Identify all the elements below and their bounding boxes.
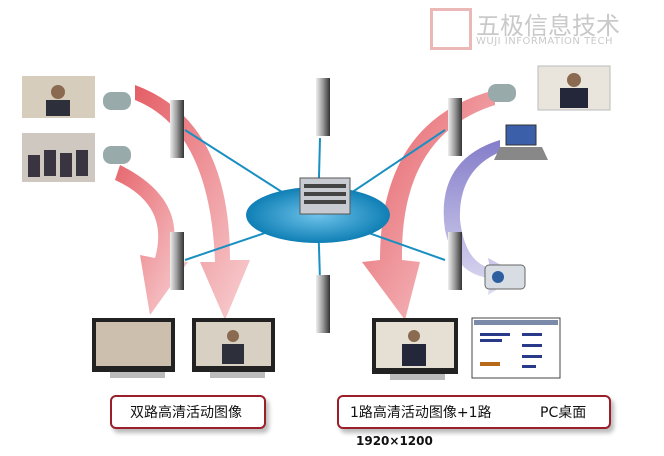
camera-icon xyxy=(103,84,516,164)
mcu-device-icon xyxy=(299,177,351,215)
watermark-en: WUJI INFORMATION TECH xyxy=(476,36,613,47)
group-photo xyxy=(22,133,95,182)
right-caption-box xyxy=(337,395,611,429)
resolution-label: 1920×1200 xyxy=(356,434,433,448)
red-flow-arrow xyxy=(115,165,188,315)
left-caption: 双路高清活动图像 xyxy=(130,405,242,421)
watermark-logo xyxy=(430,8,472,50)
blue-flow-arrow xyxy=(443,140,520,295)
participant-photo xyxy=(537,65,611,111)
participant-photo xyxy=(22,76,95,118)
red-flow-arrow xyxy=(362,90,495,320)
right-caption-a: 1路高清活动图像+1路 xyxy=(350,405,492,421)
watermark-cn: 五极信息技术 xyxy=(476,12,620,40)
red-flow-arrow xyxy=(135,85,250,320)
right-caption-b: PC桌面 xyxy=(540,405,587,421)
monitor-icons xyxy=(92,317,561,380)
codec-tower-icons xyxy=(170,78,462,333)
left-caption-box xyxy=(110,395,266,429)
laptop-icon xyxy=(494,124,548,160)
projector-icon xyxy=(484,264,526,290)
network-hub xyxy=(246,187,390,243)
